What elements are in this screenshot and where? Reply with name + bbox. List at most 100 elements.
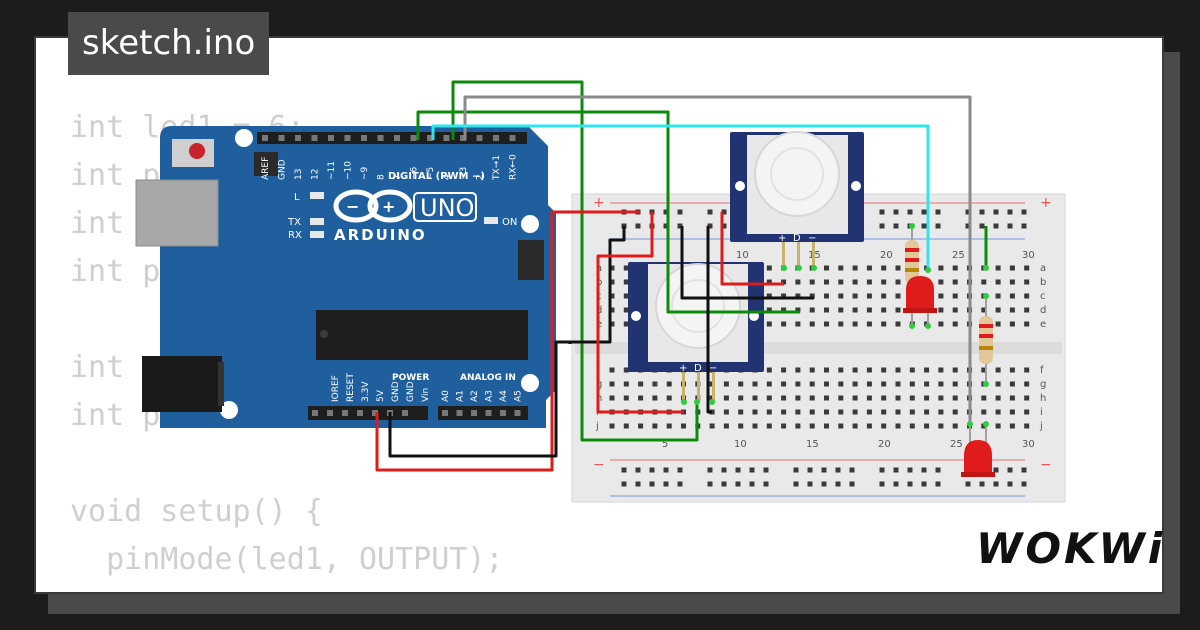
resistor-2[interactable] [979, 296, 993, 384]
wire-black-pir1-gnd[interactable] [680, 226, 814, 300]
wires [375, 80, 988, 472]
pin-label: GND [406, 381, 416, 402]
rail-plus-icon: + [1040, 195, 1052, 211]
mounting-hole [220, 401, 238, 419]
pir-pin-label: + [778, 233, 786, 244]
pir-pin-label: − [808, 233, 816, 244]
pin-label: IOREF [331, 375, 341, 402]
row-letter: i [1040, 407, 1043, 418]
code-line: void setup() { [70, 494, 323, 529]
led-label-l: L [294, 192, 300, 203]
wire-green-led[interactable] [416, 110, 800, 314]
resistor-1[interactable] [905, 226, 919, 300]
power-jack [142, 356, 222, 412]
rail-plus-icon: + [593, 195, 605, 211]
pin-label: A1 [456, 390, 466, 402]
svg-text:+: + [382, 197, 395, 216]
column-number: 30 [1022, 250, 1035, 261]
led-l-icon [310, 192, 324, 199]
led-label-rx: RX [288, 230, 302, 241]
pin-label: AREF [261, 157, 271, 180]
wire-red-pir2-vcc[interactable] [596, 212, 684, 414]
pin-label: TX→1 [492, 155, 502, 181]
wire-black-pir2-gnd[interactable] [706, 226, 712, 414]
code-line: int p [70, 158, 161, 193]
power-label: POWER [392, 373, 429, 383]
code-line: pinMode(led1, OUTPUT); [70, 542, 504, 577]
led-tx-icon [310, 218, 324, 225]
pin-label: ~3 [459, 167, 469, 180]
usb-connector [135, 179, 219, 247]
pir-pin-label: + [679, 363, 687, 374]
pin-label: A2 [470, 390, 480, 402]
pin-label: A4 [499, 390, 509, 402]
analog-header[interactable] [438, 406, 528, 420]
led-label-on: ON [502, 217, 517, 228]
arduino-logo-icon: − + [333, 189, 413, 223]
row-letter: a [1040, 263, 1046, 274]
header-pins [262, 135, 521, 416]
row-letter: d [1040, 305, 1046, 316]
rail-minus-icon: − [593, 457, 605, 473]
mounting-hole [521, 374, 539, 392]
wire-red-5v[interactable] [375, 210, 640, 472]
pin-label: ~6 [410, 166, 420, 180]
digital-label: DIGITAL (PWM ~) [388, 171, 485, 182]
code-line: int [70, 350, 125, 385]
row-letter: g [1040, 379, 1046, 390]
pin-label: A3 [485, 390, 495, 402]
pir-sensor-2[interactable]: + D − [628, 262, 764, 402]
wire-red-pir1-vcc[interactable] [720, 212, 784, 286]
file-tab[interactable]: sketch.ino [68, 12, 270, 75]
column-number: 10 [736, 250, 749, 261]
pir-pin-label: D [694, 363, 702, 374]
led-1[interactable] [903, 276, 937, 326]
mounting-hole [235, 129, 253, 147]
wokwi-logo: WOKWi [976, 524, 1166, 573]
reset-button-cap[interactable] [189, 143, 205, 159]
pin-label: ~9 [360, 166, 370, 180]
pir-dome-icon [655, 263, 741, 349]
pin-label: 8 [377, 174, 387, 180]
row-letter: e [1040, 319, 1046, 330]
pir-sensor-1[interactable]: + D − [730, 131, 864, 268]
mounting-hole [521, 215, 539, 233]
svg-text:−: − [346, 197, 359, 216]
atmega-chip [316, 310, 528, 360]
pin-label: 13 [294, 169, 304, 180]
icsp-header [254, 152, 278, 176]
power-header[interactable] [308, 406, 428, 420]
pin-label: ~10 [344, 161, 354, 180]
row-letter: c [1040, 291, 1046, 302]
digital-header[interactable] [257, 132, 527, 144]
pin-label: RX←0 [509, 154, 519, 180]
brand-label: ARDUINO [334, 226, 427, 244]
column-number: 25 [952, 250, 965, 261]
pir-pin-label: D [793, 233, 801, 244]
pin-label: 3.3V [361, 381, 371, 402]
pin-label: 4 [443, 174, 453, 180]
pin-label: ~5 [426, 167, 436, 180]
column-number: 5 [662, 439, 668, 450]
led-2[interactable] [961, 424, 995, 477]
wire-black-gnd-rail[interactable] [554, 226, 626, 456]
pin-label: 5V [376, 389, 386, 402]
pin-label: ~11 [327, 161, 337, 180]
analog-label: ANALOG IN [460, 373, 516, 383]
wire-green-pir2[interactable] [451, 80, 699, 442]
rail-minus-icon: − [1040, 457, 1052, 473]
circuit-scene: + + − − 10 15 20 25 30 5 10 15 20 25 30 … [135, 80, 1066, 503]
wire-cyan-pir1[interactable] [431, 124, 930, 270]
pin-label: Vin [421, 388, 431, 402]
wire-gray-led2[interactable] [463, 95, 972, 424]
code-line: int p [70, 254, 161, 289]
column-number: 25 [950, 439, 963, 450]
pir-pin-label: − [709, 363, 717, 374]
connection-markers [681, 223, 989, 427]
pin-label: A5 [514, 390, 524, 402]
column-number: 15 [806, 439, 819, 450]
code-line: pinMode(pir1, INPUT); [70, 584, 503, 592]
